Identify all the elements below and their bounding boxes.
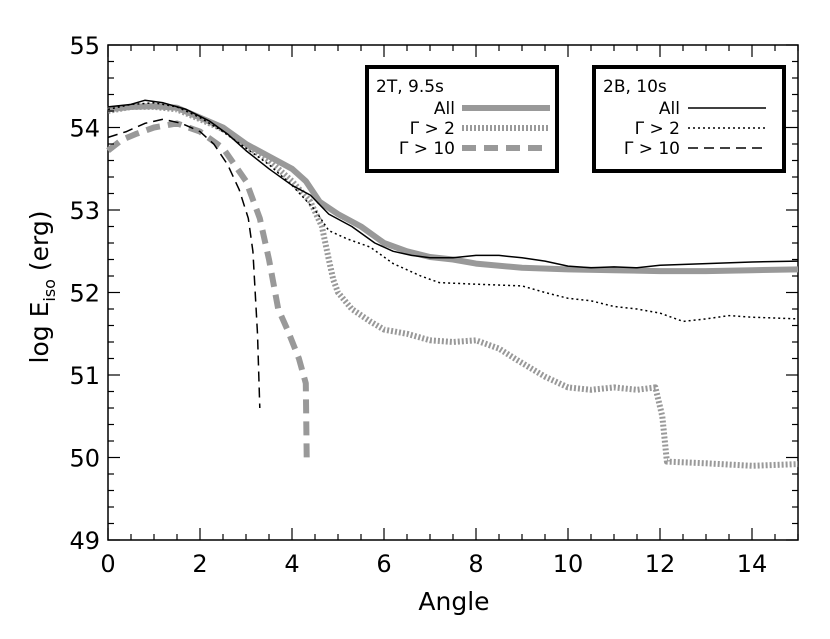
legend-2b-entry-gamma10: Γ > 10 bbox=[624, 139, 680, 159]
legend-2t-entry-gamma10: Γ > 10 bbox=[399, 139, 455, 159]
y-axis-title-unit: (erg) bbox=[25, 211, 54, 280]
y-tick-label: 52 bbox=[69, 280, 100, 308]
legend-2t-entry-gamma2: Γ > 2 bbox=[410, 119, 455, 139]
axis-ticks bbox=[107, 44, 799, 541]
y-tick-label: 50 bbox=[69, 445, 100, 473]
legend-2t-entry-all: All bbox=[434, 99, 455, 119]
x-tick-label: 8 bbox=[468, 550, 483, 578]
legend-2b-entry-all: All bbox=[659, 99, 680, 119]
y-tick-label: 51 bbox=[69, 362, 100, 390]
legend-2t-box bbox=[365, 65, 559, 173]
x-tick-label: 10 bbox=[553, 550, 584, 578]
series-line-2b-all bbox=[107, 99, 799, 269]
x-tick-label: 14 bbox=[737, 550, 768, 578]
y-tick-label: 55 bbox=[69, 32, 100, 60]
series-line-2b-gamma2 bbox=[107, 102, 799, 323]
legend-2b-box bbox=[592, 65, 786, 173]
y-tick-label: 54 bbox=[69, 115, 100, 143]
series-line-2t-gamma2 bbox=[107, 103, 799, 469]
x-axis-title: Angle bbox=[418, 587, 489, 616]
x-tick-label: 12 bbox=[645, 550, 676, 578]
series-lines bbox=[106, 99, 799, 469]
series-line-2b-gamma10 bbox=[107, 118, 261, 409]
y-axis-title-main: log E bbox=[25, 302, 54, 364]
legend-2t-title: 2T, 9.5s bbox=[376, 77, 444, 97]
y-tick-label: 49 bbox=[69, 527, 100, 555]
y-axis-title: log Eiso (erg) bbox=[25, 211, 59, 364]
y-axis-title-subscript: iso bbox=[40, 279, 59, 302]
legend-2b-title: 2B, 10s bbox=[603, 77, 667, 97]
tick-labels: 0 2 4 6 8 10 12 14 49 50 51 52 53 54 55 bbox=[69, 32, 767, 578]
x-tick-label: 4 bbox=[284, 550, 299, 578]
x-tick-label: 2 bbox=[192, 550, 207, 578]
series-line-2t-gamma10 bbox=[106, 120, 310, 458]
legend-2b: 2B, 10s All Γ > 2 Γ > 10 bbox=[592, 65, 786, 173]
y-tick-label: 53 bbox=[69, 197, 100, 225]
x-tick-label: 6 bbox=[376, 550, 391, 578]
legend-2t: 2T, 9.5s All Γ > 2 Γ > 10 bbox=[365, 65, 559, 173]
legend-2b-entry-gamma2: Γ > 2 bbox=[635, 119, 680, 139]
x-tick-label: 0 bbox=[100, 550, 115, 578]
